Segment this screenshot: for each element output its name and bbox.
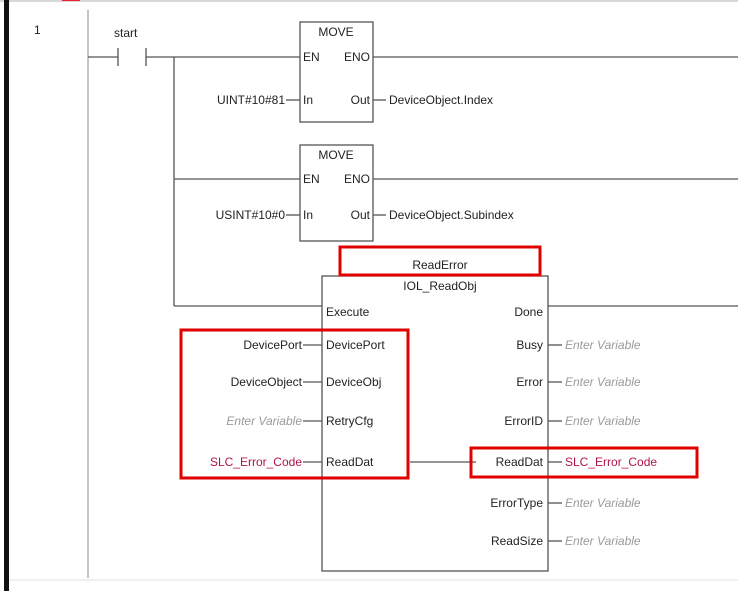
move2-out-pin: Out <box>351 208 371 222</box>
readobj-block[interactable] <box>321 275 549 572</box>
move1-out-variable[interactable]: DeviceObject.Index <box>389 93 493 107</box>
move1-out-pin: Out <box>351 93 371 107</box>
move1-in-value[interactable]: UINT#10#81 <box>217 93 285 107</box>
readobj-output-pin-busy: Busy <box>516 338 543 352</box>
move1-en-pin: EN <box>303 50 320 64</box>
readobj-type-name: IOL_ReadObj <box>403 279 476 293</box>
left-power-rail <box>4 0 9 591</box>
move1-in-pin: In <box>303 93 313 107</box>
move-block-1[interactable] <box>299 21 374 123</box>
readobj-output-pin-errortype: ErrorType <box>490 496 543 510</box>
readobj-instance-name[interactable]: ReadError <box>412 258 467 272</box>
move2-title: MOVE <box>318 148 353 162</box>
rung-number: 1 <box>34 23 41 37</box>
readobj-output-pin-errorid: ErrorID <box>504 414 543 428</box>
move1-title: MOVE <box>318 25 353 39</box>
move2-in-value[interactable]: USINT#10#0 <box>216 208 286 222</box>
highlight-instance-name <box>338 245 542 277</box>
move2-eno-pin: ENO <box>344 172 370 186</box>
readobj-input-pin-retrycfg: RetryCfg <box>326 414 373 428</box>
move-block-2[interactable] <box>299 144 374 242</box>
highlight-readdat-output <box>469 446 699 479</box>
move2-in-pin: In <box>303 208 313 222</box>
highlight-input-args <box>179 328 410 480</box>
readobj-output-arg-errortype[interactable]: Enter Variable <box>565 496 641 510</box>
readobj-output-arg-busy[interactable]: Enter Variable <box>565 338 641 352</box>
readobj-input-arg-retrycfg[interactable]: Enter Variable <box>226 414 302 428</box>
readobj-input-arg-deviceport[interactable]: DevicePort <box>243 338 302 352</box>
readobj-output-arg-errorid[interactable]: Enter Variable <box>565 414 641 428</box>
readobj-output-pin-done: Done <box>514 305 543 319</box>
readobj-output-pin-readsize: ReadSize <box>491 534 543 548</box>
readobj-input-pin-deviceport: DevicePort <box>326 338 385 352</box>
contact-label[interactable]: start <box>114 26 138 40</box>
readobj-output-pin-readdat: ReadDat <box>496 455 544 469</box>
readobj-input-pin-execute: Execute <box>326 305 370 319</box>
readobj-input-pin-readdat: ReadDat <box>326 455 374 469</box>
readobj-input-pin-deviceobj: DeviceObj <box>326 375 381 389</box>
readobj-output-arg-error[interactable]: Enter Variable <box>565 375 641 389</box>
readobj-input-arg-readdat[interactable]: SLC_Error_Code <box>210 455 302 469</box>
move1-eno-pin: ENO <box>344 50 370 64</box>
readobj-output-arg-readsize[interactable]: Enter Variable <box>565 534 641 548</box>
move2-out-variable[interactable]: DeviceObject.Subindex <box>389 208 514 222</box>
readobj-output-pin-error: Error <box>516 375 543 389</box>
readobj-output-arg-readdat[interactable]: SLC_Error_Code <box>565 455 657 469</box>
readobj-input-arg-deviceobj[interactable]: DeviceObject <box>231 375 303 389</box>
move2-en-pin: EN <box>303 172 320 186</box>
